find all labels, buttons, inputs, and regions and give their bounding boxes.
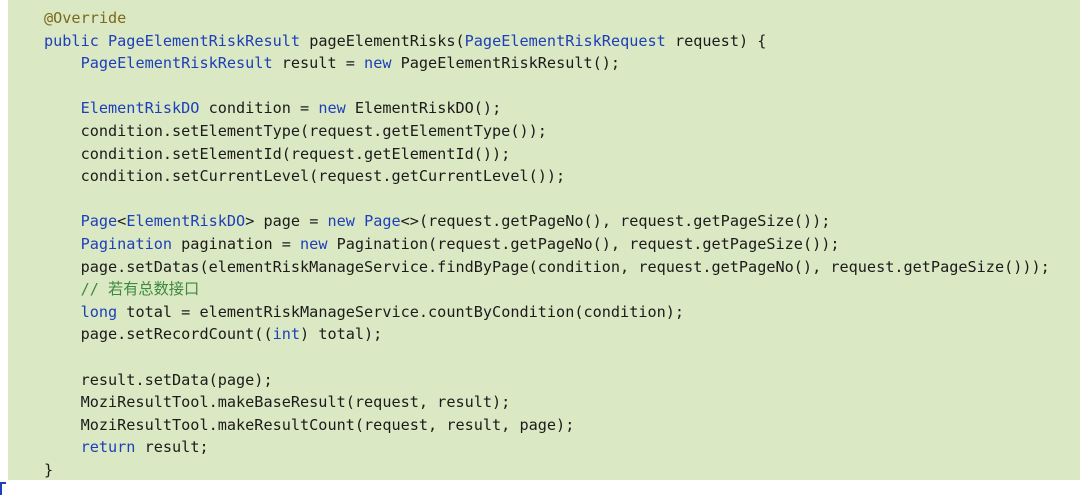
code-token-plain: page.setRecordCount((	[44, 325, 273, 344]
code-token-plain: PageElementRiskResult();	[391, 54, 621, 73]
code-token-keyword: new	[300, 234, 328, 253]
code-token-type: PageElementRiskRequest	[464, 31, 666, 50]
code-line: Pagination pagination = new Pagination(r…	[44, 233, 1050, 256]
code-token-plain: pagination =	[172, 234, 301, 253]
code-line: Page<ElementRiskDO> page = new Page<>(re…	[44, 210, 1050, 233]
code-token-plain	[44, 212, 81, 230]
code-token-plain	[44, 303, 81, 321]
code-line: MoziResultTool.makeResultCount(request, …	[44, 414, 1050, 437]
code-token-keyword: long	[80, 302, 118, 321]
code-line: }	[44, 459, 1050, 480]
code-token-type: ElementRiskDO	[126, 212, 246, 231]
code-token-comment: // 若有总数接口	[80, 280, 200, 299]
code-token-keyword: return	[80, 438, 136, 457]
code-token-plain: result.setData(page);	[44, 370, 273, 389]
code-line: @Override	[44, 7, 1050, 30]
code-token-plain: pageElementRisks(	[300, 31, 465, 50]
code-token-plain: <>(request.getPageNo(), request.getPageS…	[400, 212, 831, 231]
code-token-keyword: public	[44, 31, 109, 50]
code-line: ElementRiskDO condition = new ElementRis…	[44, 97, 1050, 120]
code-line	[44, 346, 1050, 369]
code-token-plain: > page =	[245, 212, 328, 231]
code-token-plain	[44, 438, 81, 456]
code-line: result.setData(page);	[44, 369, 1050, 392]
code-token-type: Pagination	[80, 234, 173, 253]
code-line: page.setRecordCount((int) total);	[44, 323, 1050, 346]
code-token-plain: page.setDatas(elementRiskManageService.f…	[44, 257, 1050, 276]
code-token-annotation: @Override	[44, 9, 127, 27]
code-token-type: PageElementRiskResult	[108, 31, 301, 50]
code-line: // 若有总数接口	[44, 278, 1050, 301]
code-token-plain: MoziResultTool.makeBaseResult(request, r…	[44, 393, 511, 412]
code-line: PageElementRiskResult result = new PageE…	[44, 52, 1050, 75]
code-token-keyword: new	[327, 212, 355, 231]
code-token-plain: ) total);	[300, 325, 383, 344]
code-token-plain: condition =	[199, 99, 319, 118]
code-line: condition.setElementId(request.getElemen…	[44, 143, 1050, 166]
code-token-keyword: new	[364, 54, 392, 73]
code-block: @Override public PageElementRiskResult pa…	[44, 7, 1050, 480]
code-token-plain: condition.setElementType(request.getElem…	[44, 121, 547, 140]
code-token-plain	[44, 99, 81, 117]
code-token-plain: condition.setElementId(request.getElemen…	[44, 144, 511, 163]
code-token-plain	[355, 212, 364, 230]
code-line: long total = elementRiskManageService.co…	[44, 301, 1050, 324]
code-token-keyword: new	[318, 99, 346, 118]
code-token-plain: }	[44, 460, 54, 479]
code-token-plain: request) {	[665, 31, 767, 50]
code-token-plain	[44, 280, 81, 298]
code-line	[44, 75, 1050, 98]
code-line: condition.setElementType(request.getElem…	[44, 120, 1050, 143]
code-token-plain: <	[117, 212, 127, 231]
code-line: return result;	[44, 436, 1050, 459]
code-token-keyword: int	[272, 325, 301, 344]
code-token-plain: MoziResultTool.makeResultCount(request, …	[44, 415, 575, 434]
code-token-plain: total = elementRiskManageService.countBy…	[117, 302, 685, 321]
code-token-type: ElementRiskDO	[80, 99, 200, 118]
code-token-type: PageElementRiskResult	[80, 54, 273, 73]
code-line: condition.setCurrentLevel(request.getCur…	[44, 165, 1050, 188]
code-line: page.setDatas(elementRiskManageService.f…	[44, 256, 1050, 279]
bracket-mark-icon	[0, 482, 6, 495]
code-token-type: Page	[364, 212, 401, 231]
code-line: public PageElementRiskResult pageElement…	[44, 30, 1050, 53]
code-token-type: Page	[80, 212, 118, 231]
code-token-plain	[44, 54, 81, 72]
code-line: MoziResultTool.makeBaseResult(request, r…	[44, 391, 1050, 414]
code-token-plain	[44, 235, 81, 253]
code-editor-panel: @Override public PageElementRiskResult pa…	[8, 0, 1080, 480]
code-line	[44, 188, 1050, 211]
code-token-plain: Pagination(request.getPageNo(), request.…	[327, 234, 840, 253]
code-token-plain: ElementRiskDO();	[345, 99, 502, 118]
code-token-plain: result =	[272, 54, 365, 73]
code-token-plain: result;	[135, 438, 209, 457]
code-token-plain: condition.setCurrentLevel(request.getCur…	[44, 167, 566, 186]
